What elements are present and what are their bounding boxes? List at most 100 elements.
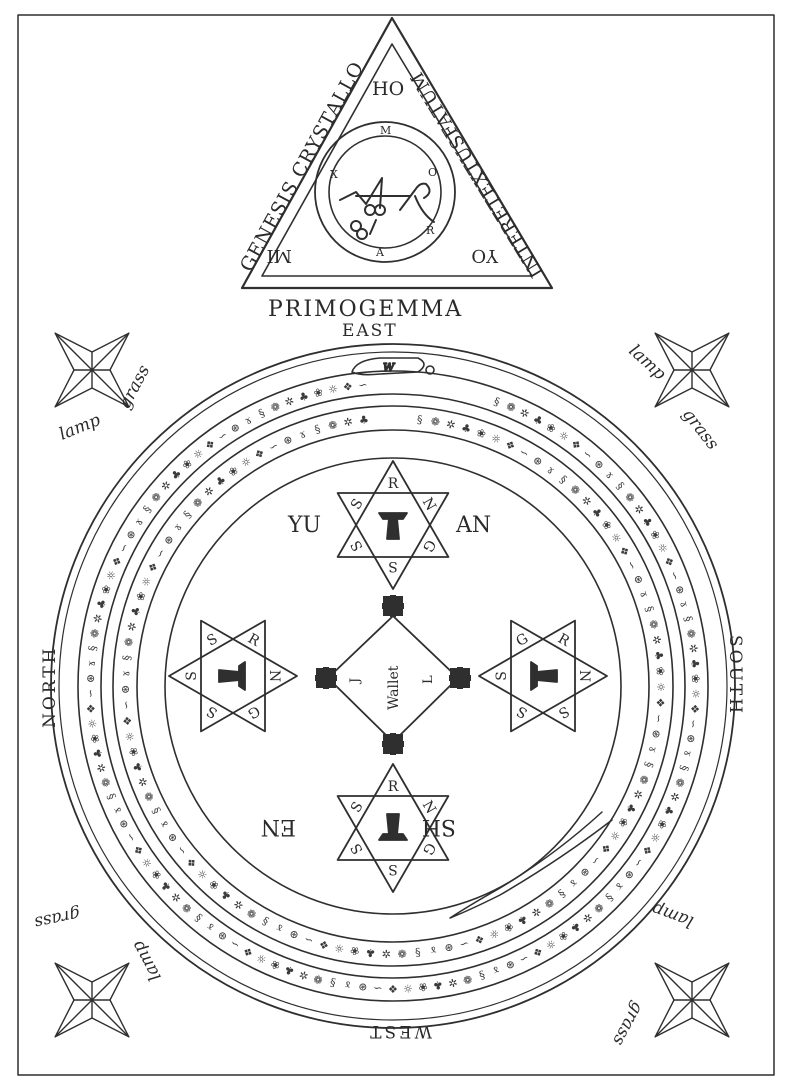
serpent-glyph: § — [557, 473, 570, 487]
serpent-glyph: ❁ — [591, 900, 607, 916]
serpent-glyph: ❁ — [142, 790, 158, 804]
serpent-glyph: ɤ — [204, 920, 217, 934]
serpent-glyph: ❀ — [653, 666, 666, 676]
serpent-glyph: ɤ — [119, 670, 132, 677]
serpent-glyph: ❀ — [269, 957, 283, 973]
serpent-glyph: ❀ — [544, 420, 559, 436]
seal-circle-outer — [314, 121, 456, 263]
serpent-glyph: ☼ — [689, 689, 702, 699]
serpent-glyph: ⊛ — [228, 420, 243, 436]
serpent-glyph: ✲ — [297, 967, 310, 982]
serpent-glyph: § — [149, 805, 163, 816]
serpent-glyph: ɤ — [110, 805, 124, 816]
serpent-glyph: ☼ — [403, 981, 413, 994]
diamond-letter-right: L — [421, 675, 436, 684]
serpent-glyph: ♣ — [652, 650, 666, 661]
serpent-glyph: ∽ — [624, 558, 640, 572]
serpent-glyph: § — [603, 891, 616, 904]
serpent-glyph: ♣ — [158, 878, 174, 894]
serpent-glyph: ∽ — [153, 546, 169, 560]
diamond-crosses — [315, 595, 471, 755]
serpent-glyph: ɤ — [85, 660, 98, 667]
serpent-glyph: ɤ — [171, 521, 185, 534]
serpent-glyph: ☼ — [327, 382, 339, 397]
serpent-glyph: ✲ — [631, 502, 647, 517]
serpent-glyph: ✲ — [231, 897, 246, 913]
serpent-glyph: ❀ — [647, 528, 663, 542]
seal-circle-inner — [328, 135, 442, 249]
inner-circle — [164, 457, 622, 915]
serpent-glyph: ⊛ — [672, 583, 687, 596]
serpent-glyph: ∽ — [358, 378, 368, 392]
triangle-seal: GENESIS CRYSTALLO INTERETEXTUSFATUM MI Y… — [236, 16, 554, 290]
serpent-glyph: ✲ — [667, 790, 682, 803]
serpent-glyph: ∽ — [667, 569, 682, 582]
serpent-glyph: ❀ — [312, 385, 324, 400]
serpent-glyph: § — [120, 654, 134, 661]
serpent-glyph: ☼ — [654, 682, 667, 692]
serpent-glyph: § — [642, 605, 656, 614]
serpent-glyph: ɤ — [603, 468, 617, 482]
serpent-glyph: ♣ — [531, 412, 546, 428]
serpent-glyph: § — [556, 887, 568, 901]
serpent-glyph: ✲ — [447, 975, 459, 990]
serpent-glyph: ❁ — [461, 972, 473, 987]
serpent-glyph: ✲ — [158, 478, 174, 494]
serpent-glyph: ❁ — [312, 972, 324, 987]
serpent-glyph: ☼ — [123, 730, 138, 742]
serpent-glyph: § — [192, 911, 205, 924]
serpent-glyph: ✲ — [201, 484, 217, 500]
corner-star — [654, 962, 730, 1038]
serpent-glyph: ❀ — [88, 733, 102, 744]
serpent-glyph: ∽ — [123, 830, 139, 844]
serpent-glyph: ∽ — [373, 981, 383, 994]
serpent-glyph: ♣ — [130, 760, 145, 773]
serpent-glyph: ✲ — [445, 417, 457, 432]
serpent-glyph: ❁ — [269, 399, 283, 415]
serpent-glyph: ∽ — [686, 718, 700, 729]
serpent-glyph: ɤ — [567, 876, 580, 890]
serpent-glyph: ☼ — [139, 855, 155, 871]
corner-star — [54, 962, 130, 1038]
serpent-glyph: ❖ — [318, 937, 331, 952]
serpent-head-letter: W — [383, 361, 396, 374]
south-label: SOUTH — [725, 635, 745, 716]
serpent-glyph: ❖ — [388, 982, 398, 995]
hexagram-letter: R — [388, 476, 399, 492]
serpent-glyph: ❀ — [206, 877, 222, 893]
serpent-glyph: ☼ — [239, 454, 254, 470]
serpent-glyph: ☼ — [647, 830, 663, 845]
serpent-glyph: ❖ — [342, 380, 354, 394]
hex-bottom-right-label: SH — [422, 814, 456, 839]
serpent-glyph: ❀ — [133, 590, 148, 603]
serpent-band-inner — [136, 429, 650, 943]
serpent-glyph: ♣ — [365, 946, 376, 960]
serpent-glyph: ✲ — [283, 394, 296, 409]
serpent-glyph: ❖ — [597, 841, 613, 857]
serpent-glyph: ⊛ — [621, 867, 637, 882]
triangle-outer — [240, 16, 554, 290]
corner-star — [654, 332, 730, 408]
serpent-glyph: § — [492, 395, 502, 409]
serpent-glyph: ☼ — [608, 530, 624, 545]
serpent-glyph: ♣ — [91, 747, 106, 760]
serpent-glyph: ♣ — [94, 598, 109, 611]
serpent-glyph: ❀ — [654, 817, 670, 831]
grass-text-top-left: grass — [115, 362, 155, 413]
serpent-glyph: ∽ — [580, 447, 595, 463]
serpent-band-outer — [77, 370, 709, 1002]
serpent-glyph: ❖ — [145, 560, 161, 575]
serpent-glyph: ⊛ — [119, 685, 132, 694]
serpent-glyph: ɤ — [613, 880, 627, 893]
serpent-glyph: ❖ — [639, 843, 655, 858]
tau-cross — [218, 661, 246, 691]
serpent-glyph: ☼ — [489, 431, 503, 447]
serpent-glyph: ☼ — [86, 718, 100, 729]
serpent-glyph: § — [86, 645, 100, 652]
serpent-glyph: ∽ — [517, 445, 531, 461]
serpent-glyph: ∽ — [116, 541, 132, 555]
serpent-glyph: ɤ — [297, 427, 307, 441]
triangle-bottom-mi: MI — [266, 245, 292, 266]
serpent-glyph: ✲ — [343, 415, 354, 429]
serpent-glyph: ❁ — [646, 618, 661, 630]
